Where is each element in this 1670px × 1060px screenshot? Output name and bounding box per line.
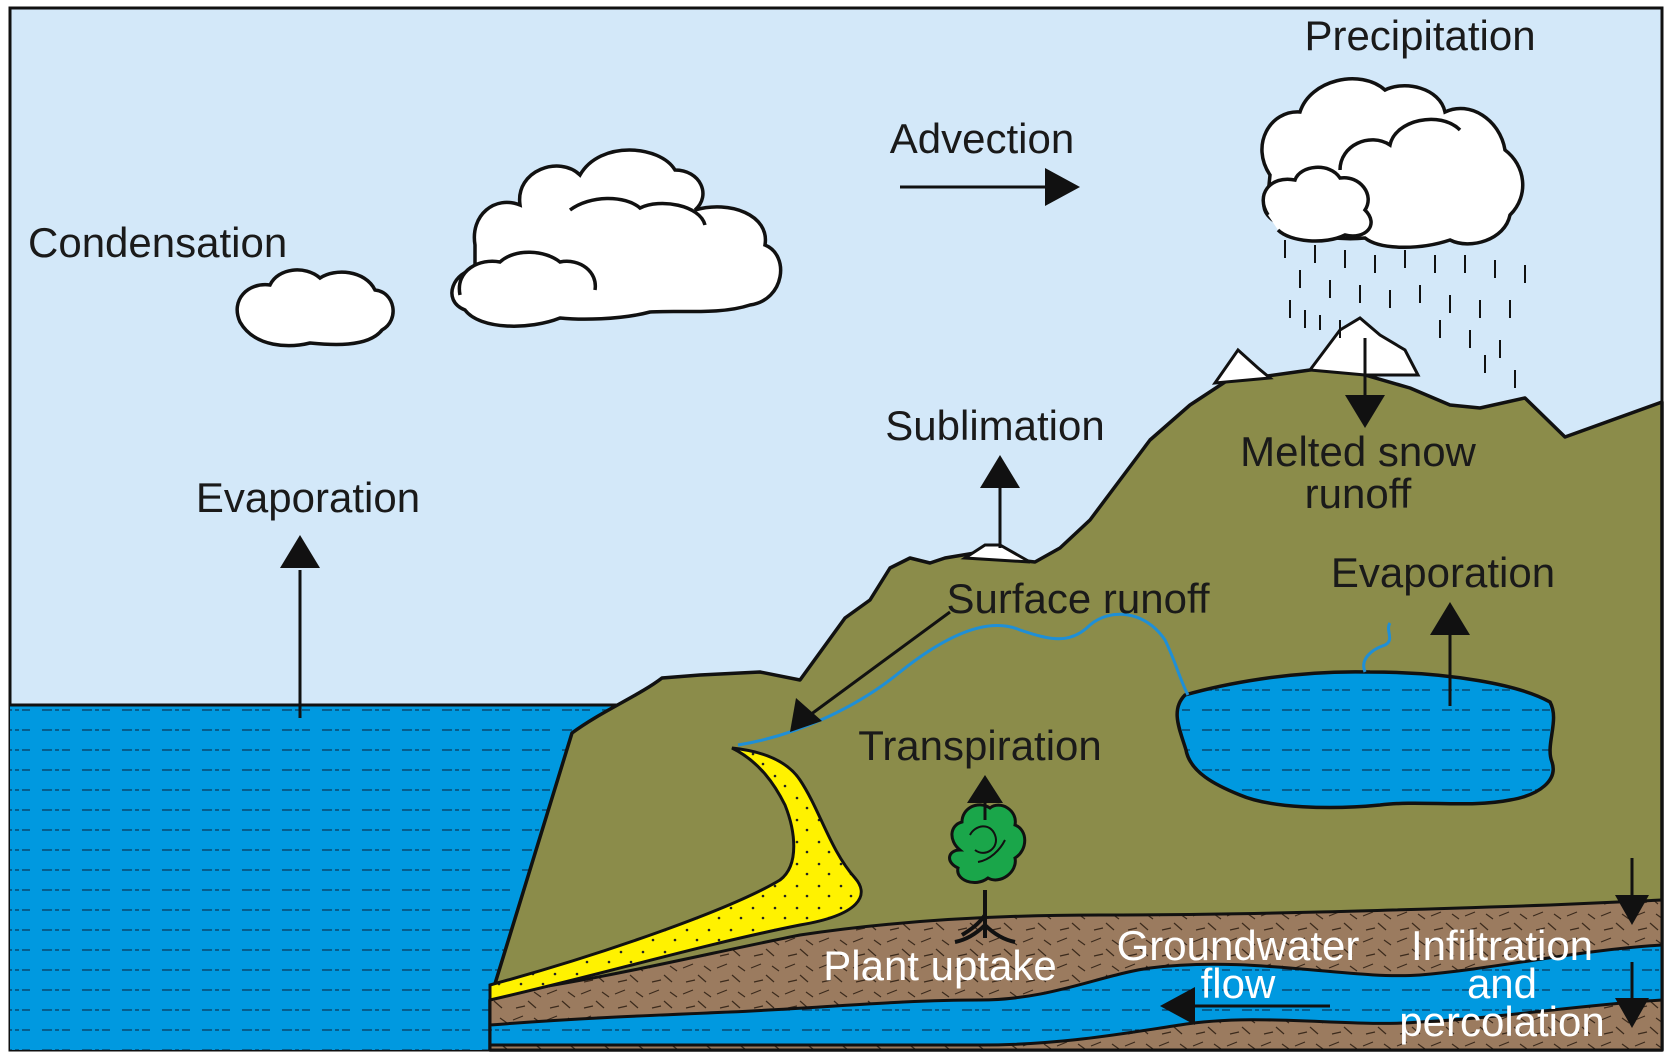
label-infiltration-line2: and — [1467, 960, 1537, 1007]
label-plant-uptake: Plant uptake — [823, 942, 1057, 989]
groundwater-arrow — [1160, 987, 1330, 1025]
melted-snow-arrow — [1345, 338, 1385, 428]
advection-arrow — [900, 168, 1080, 206]
cloud-icon — [235, 268, 395, 348]
cloud-icon — [1260, 77, 1525, 249]
evaporation-ocean-arrow — [280, 535, 320, 718]
label-precipitation: Precipitation — [1304, 12, 1535, 59]
stream — [737, 612, 1190, 747]
surface-runoff-arrow — [790, 610, 951, 732]
label-sublimation: Sublimation — [885, 402, 1104, 449]
label-transpiration: Transpiration — [858, 722, 1102, 769]
transpiration-arrow — [967, 775, 1003, 820]
label-evaporation-ocean: Evaporation — [196, 474, 420, 521]
beach-sand — [488, 746, 863, 1002]
infiltration-arrow-top — [1615, 858, 1649, 925]
label-melted-snow-line1: Melted snow — [1240, 428, 1476, 475]
label-advection: Advection — [890, 115, 1074, 162]
rain-icon — [1284, 240, 1526, 388]
cloud-icon — [450, 148, 783, 328]
snow-cap-icon — [1211, 347, 1274, 385]
infiltration-arrow-bottom — [1615, 962, 1649, 1028]
groundwater — [488, 943, 1664, 1047]
lake — [1175, 670, 1556, 810]
label-infiltration-line1: Infiltration — [1411, 922, 1593, 969]
label-condensation: Condensation — [28, 219, 287, 266]
sublimation-arrow — [980, 455, 1020, 548]
label-groundwater-line2: flow — [1201, 960, 1276, 1007]
label-infiltration-line3: percolation — [1399, 998, 1604, 1045]
stream-source — [1362, 622, 1392, 673]
evaporation-lake-arrow — [1430, 602, 1470, 706]
label-groundwater-line1: Groundwater — [1117, 922, 1360, 969]
label-evaporation-lake: Evaporation — [1331, 549, 1555, 596]
label-surface-runoff: Surface runoff — [946, 575, 1209, 622]
label-melted-snow-line2: runoff — [1305, 470, 1412, 517]
tree-icon — [948, 803, 1027, 944]
